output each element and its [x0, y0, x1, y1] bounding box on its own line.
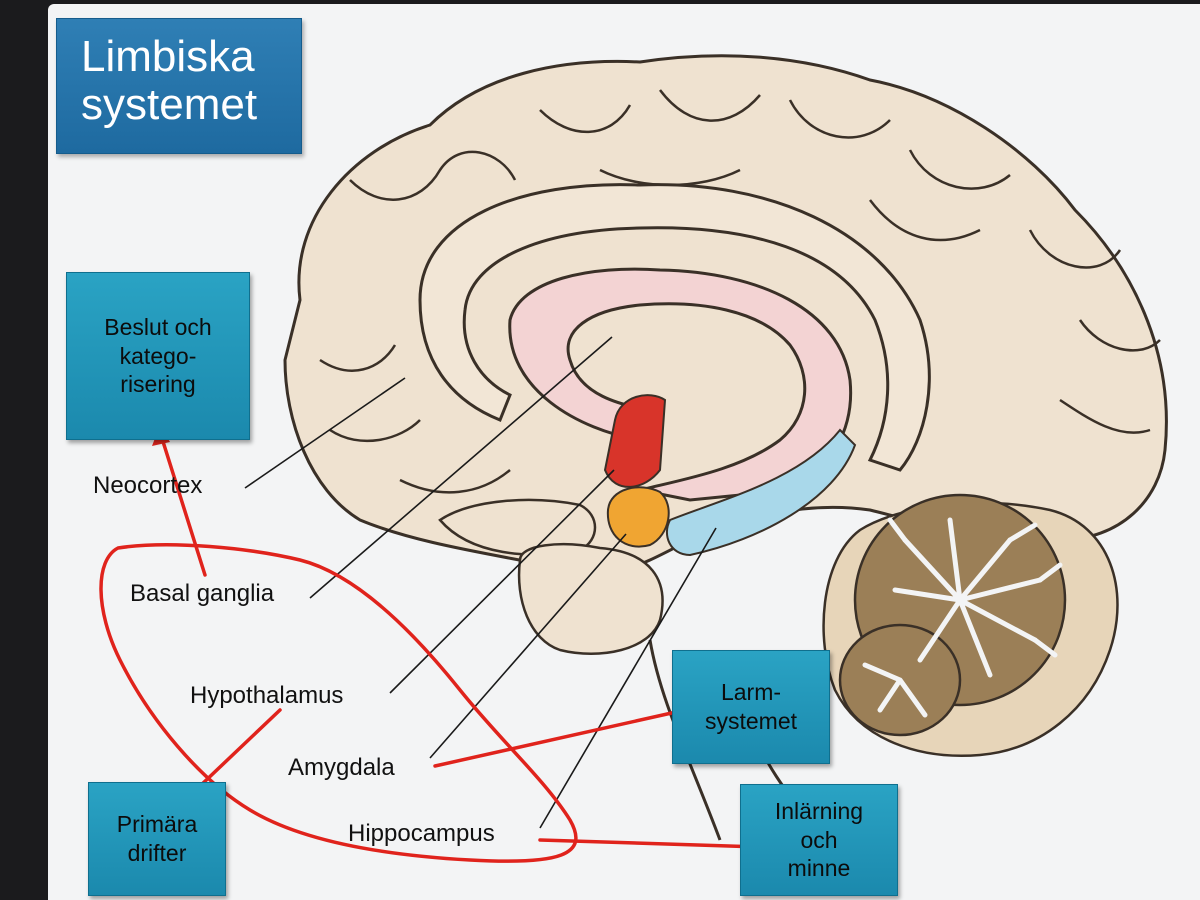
label-amygdala: Amygdala	[288, 754, 395, 781]
hypothalamus-region	[603, 394, 667, 488]
label-basal-ganglia: Basal ganglia	[130, 580, 275, 607]
leader-lines	[244, 336, 717, 829]
decision-categorization-box: Beslut och katego- risering	[66, 272, 250, 440]
brainstem	[517, 542, 664, 655]
amygdala-region	[606, 486, 670, 548]
slide-title: Limbiska systemet	[56, 18, 302, 154]
hippocampus-region	[665, 428, 857, 557]
label-neocortex: Neocortex	[93, 472, 203, 499]
corpus-callosum	[508, 267, 853, 502]
cingulate-gyrus	[418, 183, 931, 472]
label-hippocampus: Hippocampus	[348, 820, 495, 847]
label-hypothalamus: Hypothalamus	[190, 682, 344, 709]
cerebellum	[822, 493, 1119, 757]
alarm-system-box: Larm- systemet	[672, 650, 830, 764]
learning-memory-box: Inlärning och minne	[740, 784, 898, 896]
temporal-lobe	[438, 498, 597, 556]
primary-drives-box: Primära drifter	[88, 782, 226, 896]
limbic-encircling-loop	[99, 543, 578, 863]
